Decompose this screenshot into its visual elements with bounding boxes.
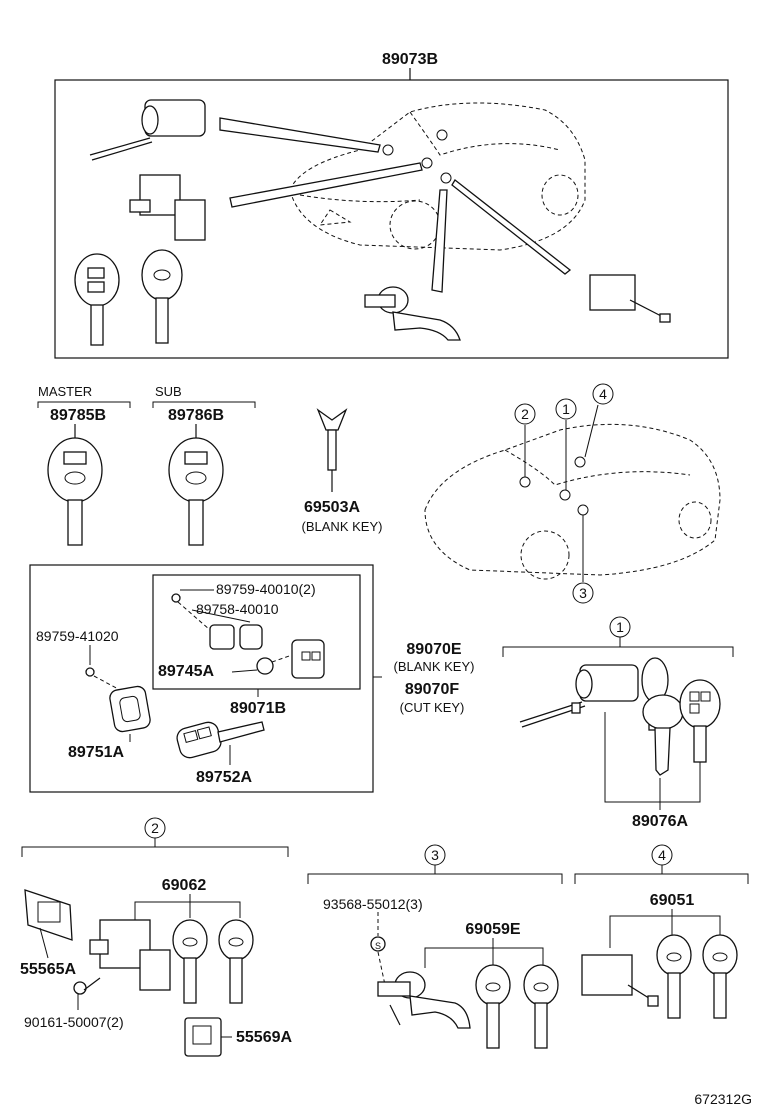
key-f-caption: (CUT KEY) [400,700,465,715]
trunk-lock-cylinder-icon [581,954,659,1007]
section-3-label: 3 [431,847,439,863]
part-number-89073b: 89073B [382,51,438,68]
pointer-arrow [219,117,381,153]
sub-caption: SUB [155,384,182,399]
door-lock-cylinder-icon [377,971,471,1029]
key-icon [523,964,559,1049]
part-number-89070e: 89070E [406,641,461,658]
part-number-89759-40010: 89759-40010(2) [216,581,316,597]
lock-mechanism-icon [129,174,206,241]
part-number-55569a: 55569A [236,1029,292,1046]
door-lock-cylinder-icon [364,286,461,341]
section-2-label: 2 [151,820,159,836]
master-caption: MASTER [38,384,92,399]
callout-4 [592,383,614,405]
part-number-69051: 69051 [650,892,695,909]
battery-icon [256,657,274,675]
car-outline-locations [424,423,721,580]
bolt-icon [73,977,101,995]
glove-lock-icon [89,919,171,991]
transmitter-key-icon [679,679,721,763]
callout-4-label: 4 [599,386,607,402]
sub-key-icon [168,437,224,546]
car-outline-top [289,102,586,251]
key-icon [656,934,692,1019]
part-number-89752a: 89752A [196,769,252,786]
screw-icon [171,593,181,603]
cover-icon [109,685,151,733]
part-number-69503a: 69503A [304,499,360,516]
key-icon [642,694,684,776]
top-assembly-box [54,79,729,359]
part-number-89786b: 89786B [168,407,224,424]
part-number-90161-50007: 90161-50007(2) [24,1014,124,1030]
circuit-board-icon [291,639,325,679]
screw-icon [85,667,95,677]
part-number-89759-41020: 89759-41020 [36,628,119,644]
trunk-lock-cylinder-icon [589,274,671,323]
part-number-89071b: 89071B [230,700,286,717]
master-key-icon [47,437,103,546]
transmitter-box [29,564,374,793]
callout-1 [555,398,577,420]
part-number-89076a: 89076A [632,813,688,830]
battery-cover-icon [209,624,235,650]
key-icon [141,249,183,344]
ignition-cylinder-icon [519,664,639,728]
pin-icon: S [370,936,386,952]
callout-3 [572,582,594,604]
part-number-69062: 69062 [162,877,207,894]
part-number-69059e: 69059E [465,921,520,938]
ignition-cylinder-icon [89,99,206,161]
section-1-label: 1 [616,619,624,635]
part-number-93568-55012: 93568-55012(3) [323,896,423,912]
pointer-arrow [431,189,448,293]
part-number-89751a: 89751A [68,744,124,761]
callout-2 [514,403,536,425]
callout-3-label: 3 [579,585,587,601]
section-4-label: 4 [658,847,666,863]
transmitter-inner-box [152,574,361,690]
blank-key-caption: (BLANK KEY) [302,519,383,534]
blank-key-icon [316,408,348,471]
callout-1-label: 1 [562,401,570,417]
callout-2-label: 2 [521,406,529,422]
pointer-arrow [229,162,423,208]
svg-text:S: S [375,941,381,951]
glove-bracket-icon [24,889,73,941]
key-icon [218,919,254,1004]
part-number-89758-40010: 89758-40010 [196,601,279,617]
key-icon [74,253,120,346]
glove-plate-icon [184,1017,222,1057]
pointer-arrow [451,179,572,275]
key-icon [702,934,738,1019]
figure-number: 672312G [694,1091,752,1107]
seal-ring-icon [239,624,263,650]
key-e-caption: (BLANK KEY) [394,659,475,674]
key-icon [475,964,511,1049]
part-number-89785b: 89785B [50,407,106,424]
part-number-55565a: 55565A [20,961,76,978]
key-icon [172,919,208,1004]
transmitter-key-icon [176,721,265,759]
part-number-89745a: 89745A [158,663,214,680]
part-number-89070f: 89070F [405,681,459,698]
